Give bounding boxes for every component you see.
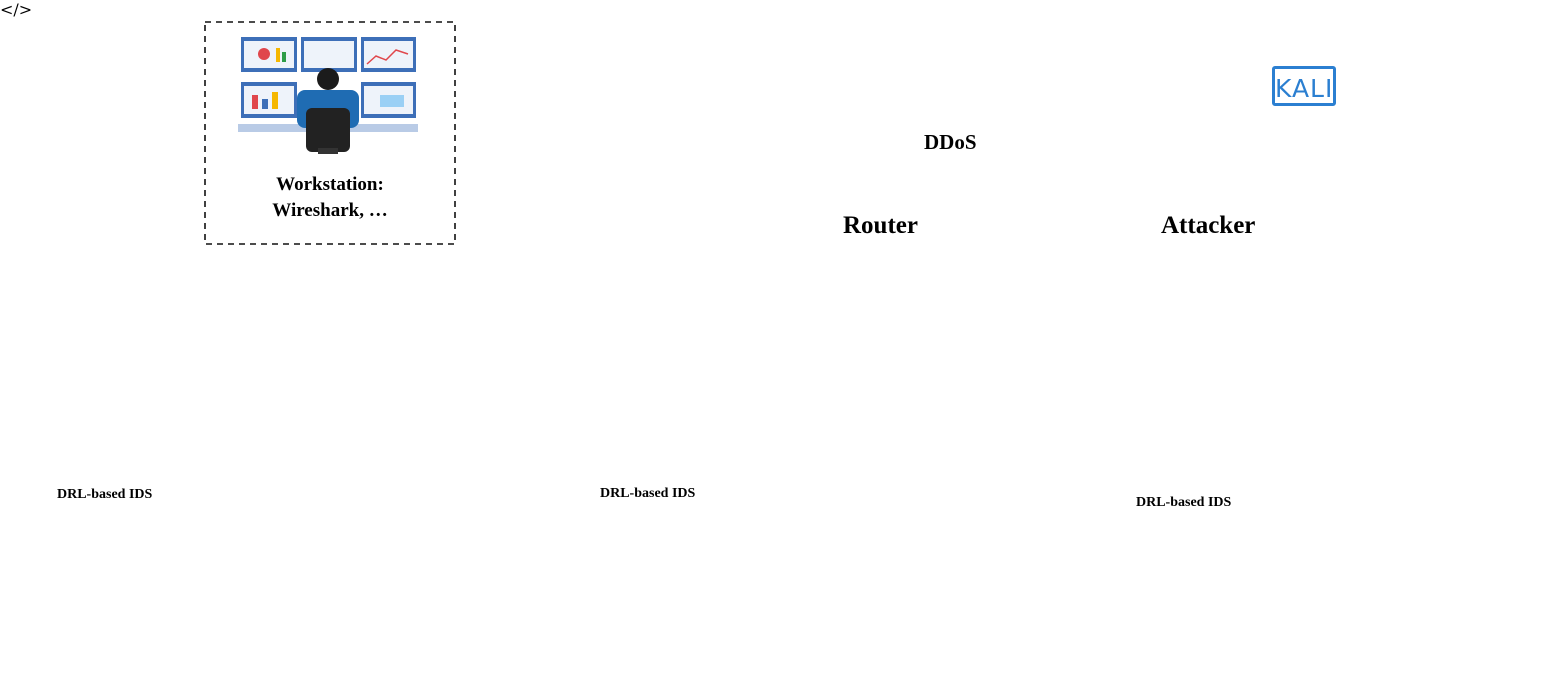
router-lan-link: </> — [0, 0, 1336, 510]
ddos-label: DDoS — [924, 130, 977, 154]
laptop-icon: </> — [0, 0, 33, 19]
workstation-node — [204, 21, 456, 245]
ids-label-1: DRL-based IDS — [57, 487, 153, 502]
operator-icon — [297, 68, 359, 154]
router-label: Router — [843, 212, 918, 239]
ddos-link: </> — [0, 0, 1336, 510]
ids-label-2: DRL-based IDS — [600, 486, 696, 501]
attacker-label: Attacker — [1161, 212, 1256, 239]
workstation-label-line2: Wireshark, … — [272, 200, 388, 221]
workstation-label: Workstation: Wireshark, … — [205, 172, 455, 224]
attacker-node: </> — [0, 0, 32, 19]
ids-label-3: DRL-based IDS — [1136, 495, 1232, 510]
workstation-router-link: </> — [0, 0, 1336, 510]
attacker-box: </> — [0, 0, 32, 19]
workstation-box — [204, 21, 456, 245]
monitor-wall-icon — [238, 37, 418, 132]
workstation-label-line1: Workstation: — [276, 174, 384, 195]
kali-logo: KALI — [1272, 66, 1336, 106]
